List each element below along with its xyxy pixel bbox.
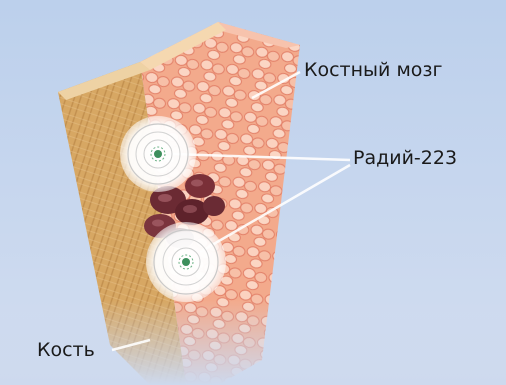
radium-atom-icon [146, 222, 226, 302]
bone-label: Кость [37, 341, 95, 360]
radium-atom-icon [120, 116, 196, 192]
radium-label: Радий-223 [353, 149, 457, 168]
bone-marrow-label: Костный мозг [304, 61, 442, 80]
